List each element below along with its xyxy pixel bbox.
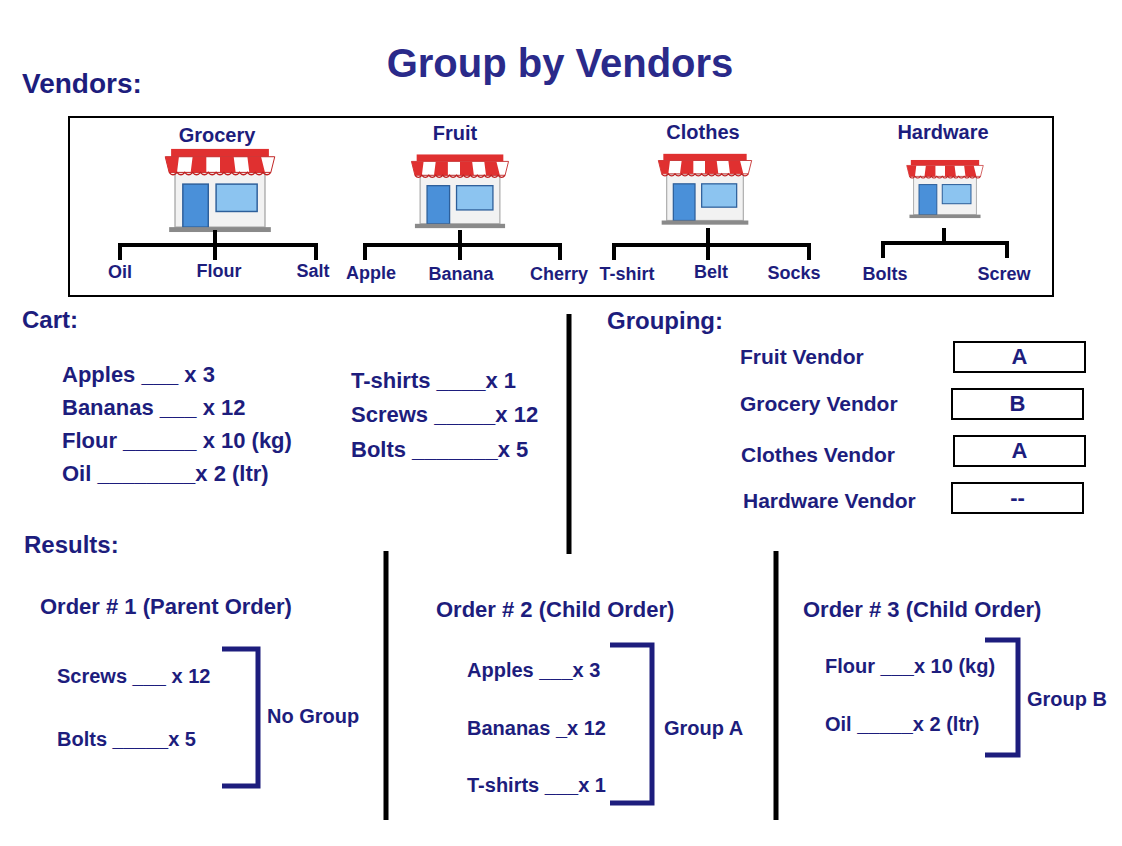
- panel-heading: Vendors:: [22, 68, 142, 100]
- vendor-item: T-shirt: [599, 264, 654, 285]
- clothes-tree: [614, 228, 809, 260]
- cart-item: Flour ______ x 10 (kg): [62, 428, 292, 453]
- bracket: [610, 645, 652, 803]
- group-brackets: [222, 640, 1018, 803]
- group-box: A: [953, 341, 1086, 373]
- cart-item: Bolts _______x 5: [351, 437, 528, 462]
- grocery-tree: [120, 230, 316, 260]
- vendor-item: Screw: [977, 264, 1030, 285]
- order-heading: Order # 1 (Parent Order): [40, 594, 292, 619]
- vendor-name: Grocery: [179, 124, 256, 147]
- bracket: [222, 649, 258, 786]
- group-letter: A: [1012, 438, 1028, 463]
- group-letter: --: [1010, 485, 1025, 510]
- vendor-item: Salt: [296, 261, 329, 282]
- vendor-item: Bolts: [863, 264, 908, 285]
- order-item: T-shirts ___x 1: [467, 774, 606, 797]
- vendor-label: Hardware Vendor: [743, 489, 916, 513]
- order-item: Oil _____x 2 (ltr): [825, 713, 980, 736]
- vendor-item: Oil: [108, 262, 132, 283]
- cart-item: Screws _____x 12: [351, 402, 538, 427]
- group-box: B: [951, 388, 1084, 420]
- cart-item: T-shirts ____x 1: [351, 368, 516, 393]
- vendor-trees: [120, 228, 1007, 260]
- cart-item: Apples ___ x 3: [62, 362, 215, 387]
- divider-line: [567, 314, 572, 554]
- group-label: Group B: [1027, 688, 1107, 711]
- group-box: A: [953, 435, 1086, 467]
- vendor-item: Belt: [694, 262, 728, 283]
- hardware-store-icon: [907, 160, 984, 218]
- section-heading: Results:: [24, 531, 119, 559]
- vendor-item: Flour: [197, 261, 242, 282]
- vendor-label: Fruit Vendor: [740, 345, 864, 369]
- order-heading: Order # 2 (Child Order): [436, 597, 674, 622]
- group-letter: B: [1010, 391, 1026, 416]
- cart-item: Bananas ___ x 12: [62, 395, 245, 420]
- vendor-label: Grocery Vendor: [740, 392, 898, 416]
- hardware-tree: [883, 228, 1007, 258]
- order-item: Bolts _____x 5: [57, 728, 196, 751]
- vendor-name: Hardware: [897, 121, 988, 144]
- vendor-item: Apple: [346, 263, 396, 284]
- group-letter: A: [1012, 344, 1028, 369]
- divider-line: [774, 551, 779, 820]
- vendor-item: Socks: [767, 263, 820, 284]
- section-heading: Grouping:: [607, 307, 723, 335]
- order-item: Screws ___ x 12: [57, 665, 210, 688]
- order-item: Bananas _x 12: [467, 717, 606, 740]
- divider-line: [384, 551, 389, 820]
- order-item: Flour ___x 10 (kg): [825, 655, 995, 678]
- vendor-item: Cherry: [530, 264, 588, 285]
- group-box: --: [951, 482, 1084, 514]
- group-label: Group A: [664, 717, 743, 740]
- order-heading: Order # 3 (Child Order): [803, 597, 1041, 622]
- order-item: Apples ___x 3: [467, 659, 600, 682]
- vendor-name: Clothes: [666, 121, 739, 144]
- vendor-item: Banana: [428, 264, 493, 285]
- fruit-tree: [365, 230, 560, 260]
- clothes-store-icon: [658, 154, 751, 225]
- cart-item: Oil ________x 2 (ltr): [62, 461, 269, 486]
- vendor-label: Clothes Vendor: [741, 443, 895, 467]
- section-heading: Cart:: [22, 306, 78, 334]
- grocery-store-icon: [165, 149, 275, 232]
- store-icons: [165, 149, 983, 232]
- diagram-title: Group by Vendors: [387, 40, 734, 86]
- fruit-store-icon: [411, 154, 508, 228]
- vendors-panel: Vendors:: [68, 116, 1054, 297]
- vendor-name: Fruit: [433, 122, 477, 145]
- group-label: No Group: [267, 705, 359, 728]
